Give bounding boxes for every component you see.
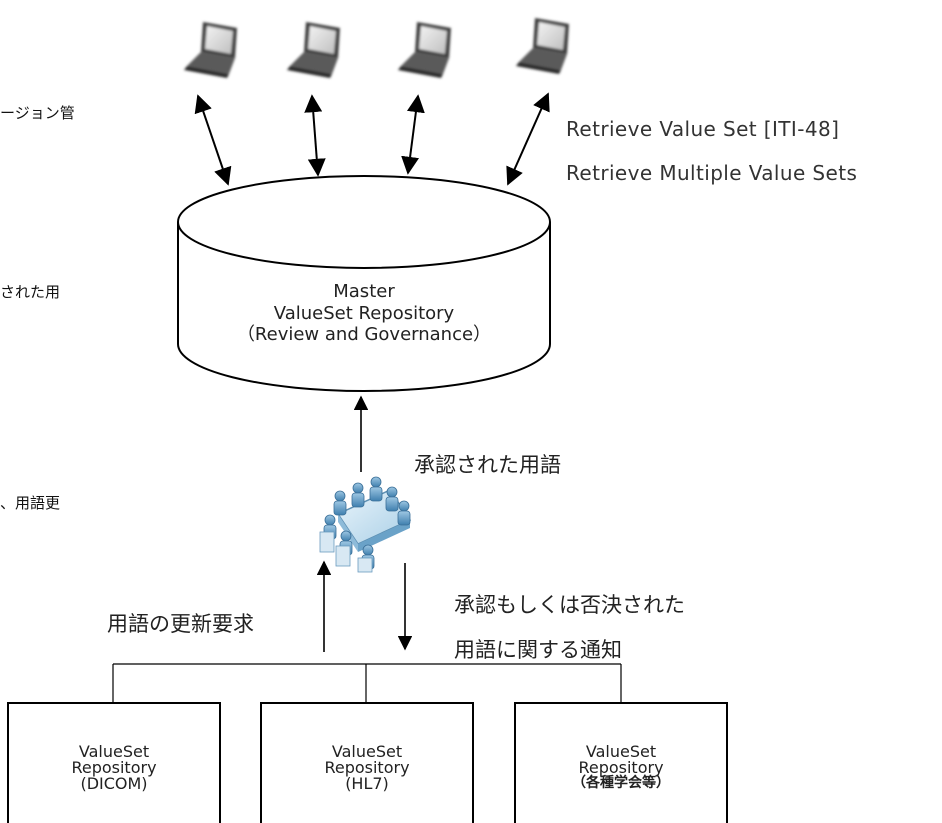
laptop-icon (287, 22, 340, 78)
master-repository-title: Master (333, 281, 395, 302)
transaction-arrow (401, 94, 425, 175)
repository-box-hl7 (260, 702, 474, 823)
laptop-icon (184, 22, 237, 78)
notification-label-line1: 承認もしくは否決された (454, 593, 685, 617)
repository-origin: (DICOM) (80, 774, 148, 793)
transaction-arrow (304, 94, 326, 177)
transaction-arrow (194, 94, 232, 186)
repository-box-dicom (7, 702, 221, 823)
laptop-icon (516, 18, 569, 74)
side-text-update: 、用語更 (0, 494, 61, 512)
master-repository-role: （Review and Governance） (236, 324, 492, 346)
repository-label-societies: ValueSet Repository （各種学会等） (515, 742, 727, 791)
laptop-icon (398, 22, 451, 78)
repository-tree-connector (112, 663, 622, 703)
master-repository-label: Master ValueSet Repository （Review and G… (178, 281, 550, 346)
repository-title: ValueSet (78, 742, 150, 761)
repository-subtitle: Repository (71, 758, 157, 777)
repository-origin: （各種学会等） (572, 775, 670, 791)
repository-title: ValueSet (585, 742, 657, 761)
repository-label-hl7: ValueSet Repository (HL7) (261, 744, 473, 792)
committee-meeting-icon (319, 476, 412, 573)
notification-label-line2: 用語に関する通知 (454, 638, 622, 662)
master-repository-cylinder (177, 175, 551, 392)
repository-origin: (HL7) (345, 774, 389, 793)
approved-terms-label: 承認された用語 (414, 453, 561, 477)
transaction-label-retrieve-value-set: Retrieve Value Set [ITI-48] (566, 117, 840, 141)
side-text-approved: された用 (0, 283, 61, 301)
repository-box-societies (514, 702, 728, 823)
transaction-arrow (506, 92, 550, 186)
master-repository-subtitle: ValueSet Repository (273, 302, 455, 324)
side-text-version: ージョン管 (0, 104, 75, 122)
repository-subtitle: Repository (578, 758, 664, 777)
repository-title: ValueSet (331, 742, 403, 761)
repository-label-dicom: ValueSet Repository (DICOM) (8, 744, 220, 792)
update-request-label: 用語の更新要求 (107, 612, 254, 636)
transaction-label-retrieve-multiple-value-sets: Retrieve Multiple Value Sets (566, 161, 858, 185)
repository-subtitle: Repository (324, 758, 410, 777)
